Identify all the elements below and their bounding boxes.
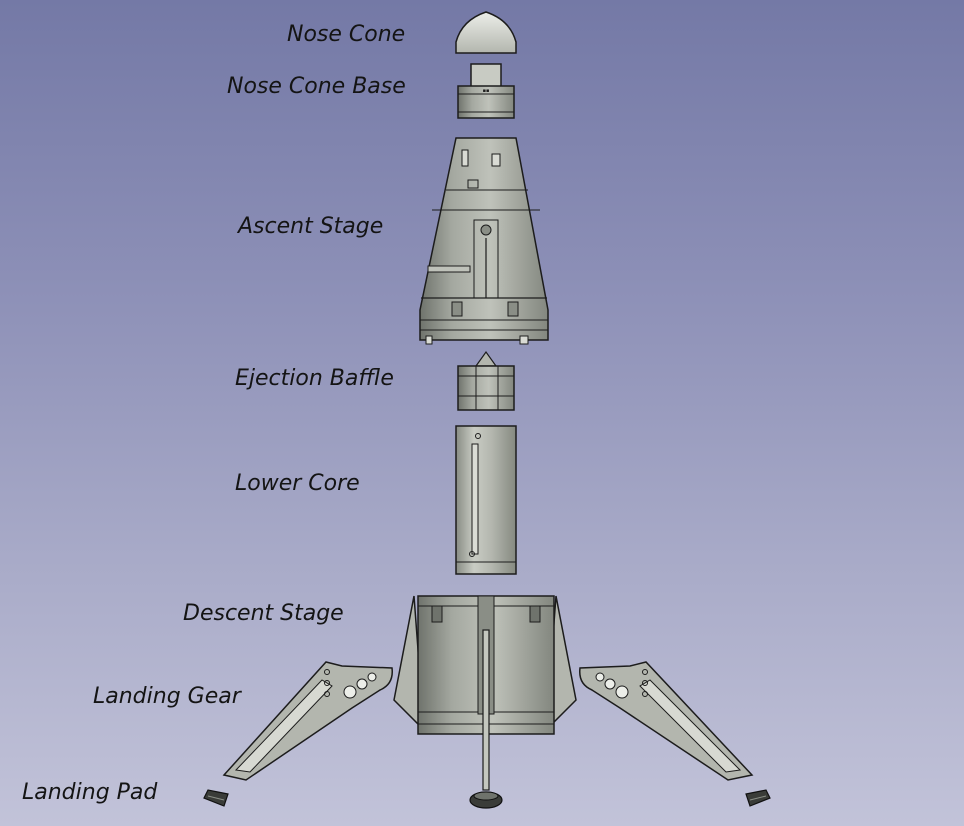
svg-text:▪▪: ▪▪ bbox=[483, 88, 490, 94]
nose-cone-base: ▪▪ bbox=[457, 63, 515, 119]
landing-pad-right bbox=[745, 789, 771, 807]
ejection-baffle bbox=[457, 350, 515, 411]
label-landing-pad: Landing Pad bbox=[22, 780, 158, 805]
landing-pad-center bbox=[469, 791, 503, 809]
landing-pad-left bbox=[203, 789, 229, 807]
label-landing-gear: Landing Gear bbox=[93, 684, 241, 709]
landing-gear-left bbox=[222, 661, 393, 781]
label-descent-stage: Descent Stage bbox=[183, 601, 344, 626]
label-lower-core: Lower Core bbox=[235, 471, 360, 496]
descent-stage bbox=[393, 595, 577, 791]
nose-cone bbox=[455, 11, 517, 54]
label-nose-cone: Nose Cone bbox=[287, 22, 406, 47]
landing-gear-right bbox=[579, 661, 754, 781]
lower-core bbox=[455, 425, 517, 575]
label-nose-cone-base: Nose Cone Base bbox=[227, 74, 406, 99]
ascent-stage bbox=[419, 137, 549, 345]
label-ejection-baffle: Ejection Baffle bbox=[235, 366, 394, 391]
label-ascent-stage: Ascent Stage bbox=[238, 214, 384, 239]
